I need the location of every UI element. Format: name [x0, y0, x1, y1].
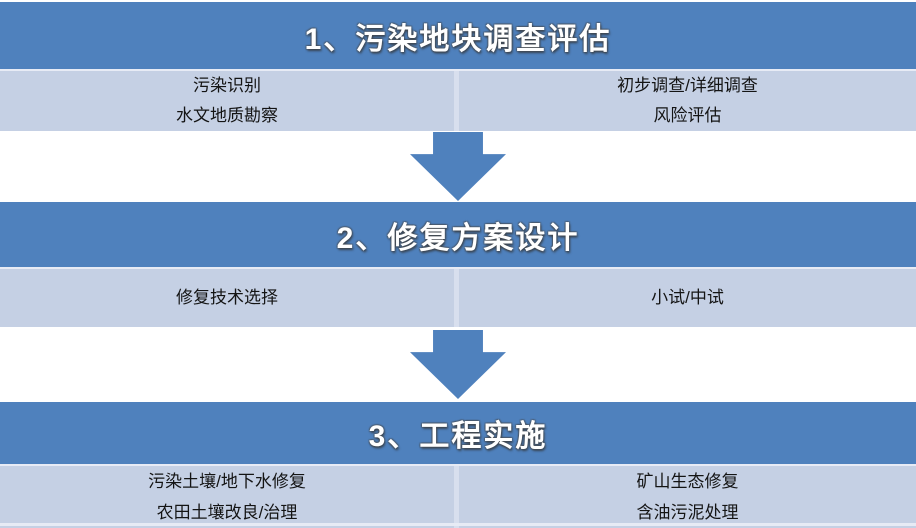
column-divider	[454, 269, 459, 327]
stage-2-items-row: 修复技术选择 小试/中试	[0, 269, 916, 327]
stage-2-item: 小试/中试	[651, 288, 724, 307]
stage-2-header: 2、修复方案设计	[0, 202, 916, 267]
divider-line	[0, 267, 916, 269]
divider-line	[0, 464, 916, 466]
bottom-border-line	[0, 523, 916, 526]
stage-1-title: 1、污染地块调查评估	[304, 22, 612, 56]
column-divider	[454, 71, 459, 131]
stage-3-header: 3、工程实施	[0, 402, 916, 464]
stage-3-item: 含油污泥处理	[636, 502, 739, 522]
stage-3-left-cell: 污染土壤/地下水修复 农田土壤改良/治理	[0, 466, 454, 528]
stage-1-right-cell: 初步调查/详细调查 风险评估	[459, 71, 916, 131]
stage-1-item: 初步调查/详细调查	[617, 76, 758, 95]
down-arrow-icon	[410, 330, 506, 399]
stage-2: 2、修复方案设计 修复技术选择 小试/中试	[0, 202, 916, 327]
column-divider	[454, 466, 459, 528]
stage-1-item: 污染识别	[193, 76, 261, 95]
stage-1: 1、污染地块调查评估 污染识别 水文地质勘察 初步调查/详细调查 风险评估	[0, 2, 916, 131]
stage-3-title: 3、工程实施	[368, 420, 548, 453]
stage-1-item: 水文地质勘察	[176, 106, 278, 125]
stage-3: 3、工程实施 污染土壤/地下水修复 农田土壤改良/治理 矿山生态修复 含油污泥处…	[0, 402, 916, 528]
stage-2-right-cell: 小试/中试	[459, 269, 916, 327]
stage-1-left-cell: 污染识别 水文地质勘察	[0, 71, 454, 131]
stage-1-items-row: 污染识别 水文地质勘察 初步调查/详细调查 风险评估	[0, 71, 916, 131]
stage-1-item: 风险评估	[653, 106, 722, 125]
stage-2-item: 修复技术选择	[176, 288, 278, 307]
stage-2-title: 2、修复方案设计	[336, 221, 580, 255]
stage-2-left-cell: 修复技术选择	[0, 269, 454, 327]
stage-1-header: 1、污染地块调查评估	[0, 2, 916, 69]
stage-3-item: 污染土壤/地下水修复	[148, 471, 306, 491]
divider-line	[0, 69, 916, 71]
stage-3-item: 农田土壤改良/治理	[156, 502, 298, 522]
down-arrow-icon	[410, 132, 506, 201]
stage-3-item: 矿山生态修复	[636, 471, 739, 491]
stage-3-items-row: 污染土壤/地下水修复 农田土壤改良/治理 矿山生态修复 含油污泥处理	[0, 466, 916, 528]
stage-3-right-cell: 矿山生态修复 含油污泥处理	[459, 466, 916, 528]
